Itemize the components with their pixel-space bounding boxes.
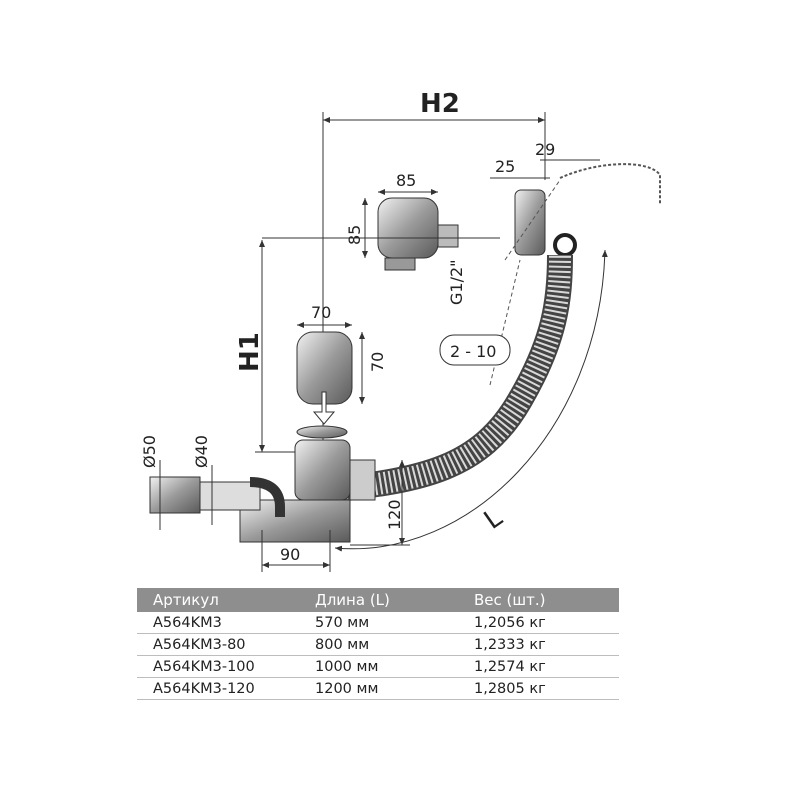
down-arrow-icon (312, 391, 336, 425)
cell-weight: 1,2333 кг (458, 633, 619, 656)
flexible-hose (328, 254, 573, 503)
cell-article: A564KM3-80 (137, 633, 299, 656)
width-90-label: 90 (280, 545, 300, 564)
overflow-height-label: 85 (345, 225, 364, 245)
chain (559, 163, 661, 205)
h1-label: H1 (235, 332, 265, 372)
overflow-knob (377, 197, 439, 259)
bath-drain-drawing: H2 29 25 85 85 G1/2" 2 - 10 H1 70 70 Ø50… (140, 89, 661, 572)
cell-length: 1000 мм (299, 655, 458, 678)
cell-length: 800 мм (299, 633, 458, 656)
drain-plug (296, 425, 348, 439)
dim-25: 25 (495, 157, 515, 176)
thread-label: G1/2" (447, 259, 466, 305)
dia50-label: Ø50 (140, 435, 159, 468)
wall-range-label: 2 - 10 (450, 342, 496, 361)
outlet-pipe (149, 476, 201, 514)
header-length: Длина (L) (299, 588, 458, 612)
cell-article: A564KM3 (137, 612, 299, 634)
length-arc (334, 249, 608, 552)
table-header-row: Артикул Длина (L) Вес (шт.) (137, 588, 619, 612)
cell-article: A564KM3-100 (137, 655, 299, 678)
overflow-width-label: 85 (396, 171, 416, 190)
dia40-label: Ø40 (192, 435, 211, 468)
cell-length: 570 мм (299, 612, 458, 634)
height-120-label: 120 (385, 499, 404, 530)
length-label: L (479, 503, 508, 536)
cell-weight: 1,2574 кг (458, 655, 619, 678)
h2-label: H2 (420, 89, 460, 119)
header-article: Артикул (137, 588, 299, 612)
knob-height-label: 70 (368, 352, 387, 372)
knob-width-label: 70 (311, 303, 331, 322)
cell-weight: 1,2805 кг (458, 677, 619, 700)
cell-length: 1200 мм (299, 677, 458, 700)
header-weight: Вес (шт.) (458, 588, 619, 612)
dim-29: 29 (535, 140, 555, 159)
cell-weight: 1,2056 кг (458, 612, 619, 634)
overflow-flange (514, 189, 546, 256)
cell-article: A564KM3-120 (137, 677, 299, 700)
